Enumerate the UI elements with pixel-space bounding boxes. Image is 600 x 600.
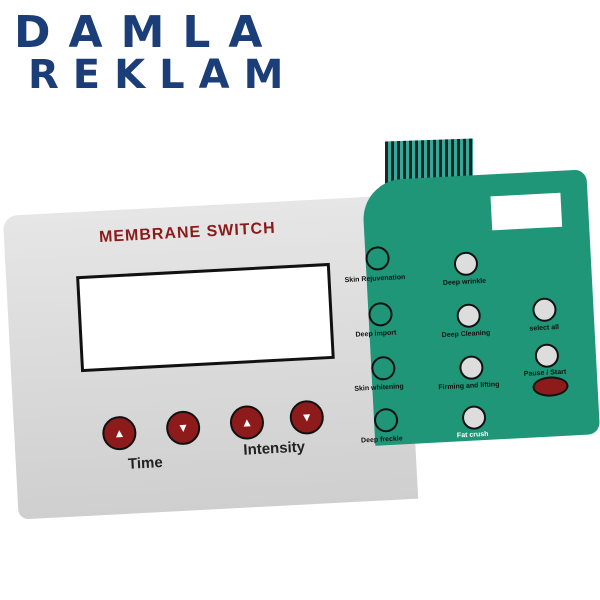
- up-arrow-icon: ▲: [113, 425, 126, 441]
- up-arrow-icon: ▲: [240, 415, 254, 430]
- time-label: Time: [127, 453, 164, 473]
- logo-line-1: DAMLA: [14, 7, 281, 58]
- down-arrow-icon: ▼: [300, 410, 314, 425]
- logo: DAMLA REKLAM: [14, 7, 298, 98]
- display-window-small: [490, 192, 563, 231]
- logo-line-2: REKLAM: [28, 52, 298, 98]
- lcd-window: [76, 262, 335, 373]
- green-circuit-layer: [361, 169, 600, 446]
- intensity-label: Intensity: [242, 438, 306, 459]
- membrane-switch-panel: MEMBRANE SWITCH ▲ ▼ ▲ ▼ Time Intensity S…: [2, 169, 600, 520]
- down-arrow-icon: ▼: [176, 420, 190, 436]
